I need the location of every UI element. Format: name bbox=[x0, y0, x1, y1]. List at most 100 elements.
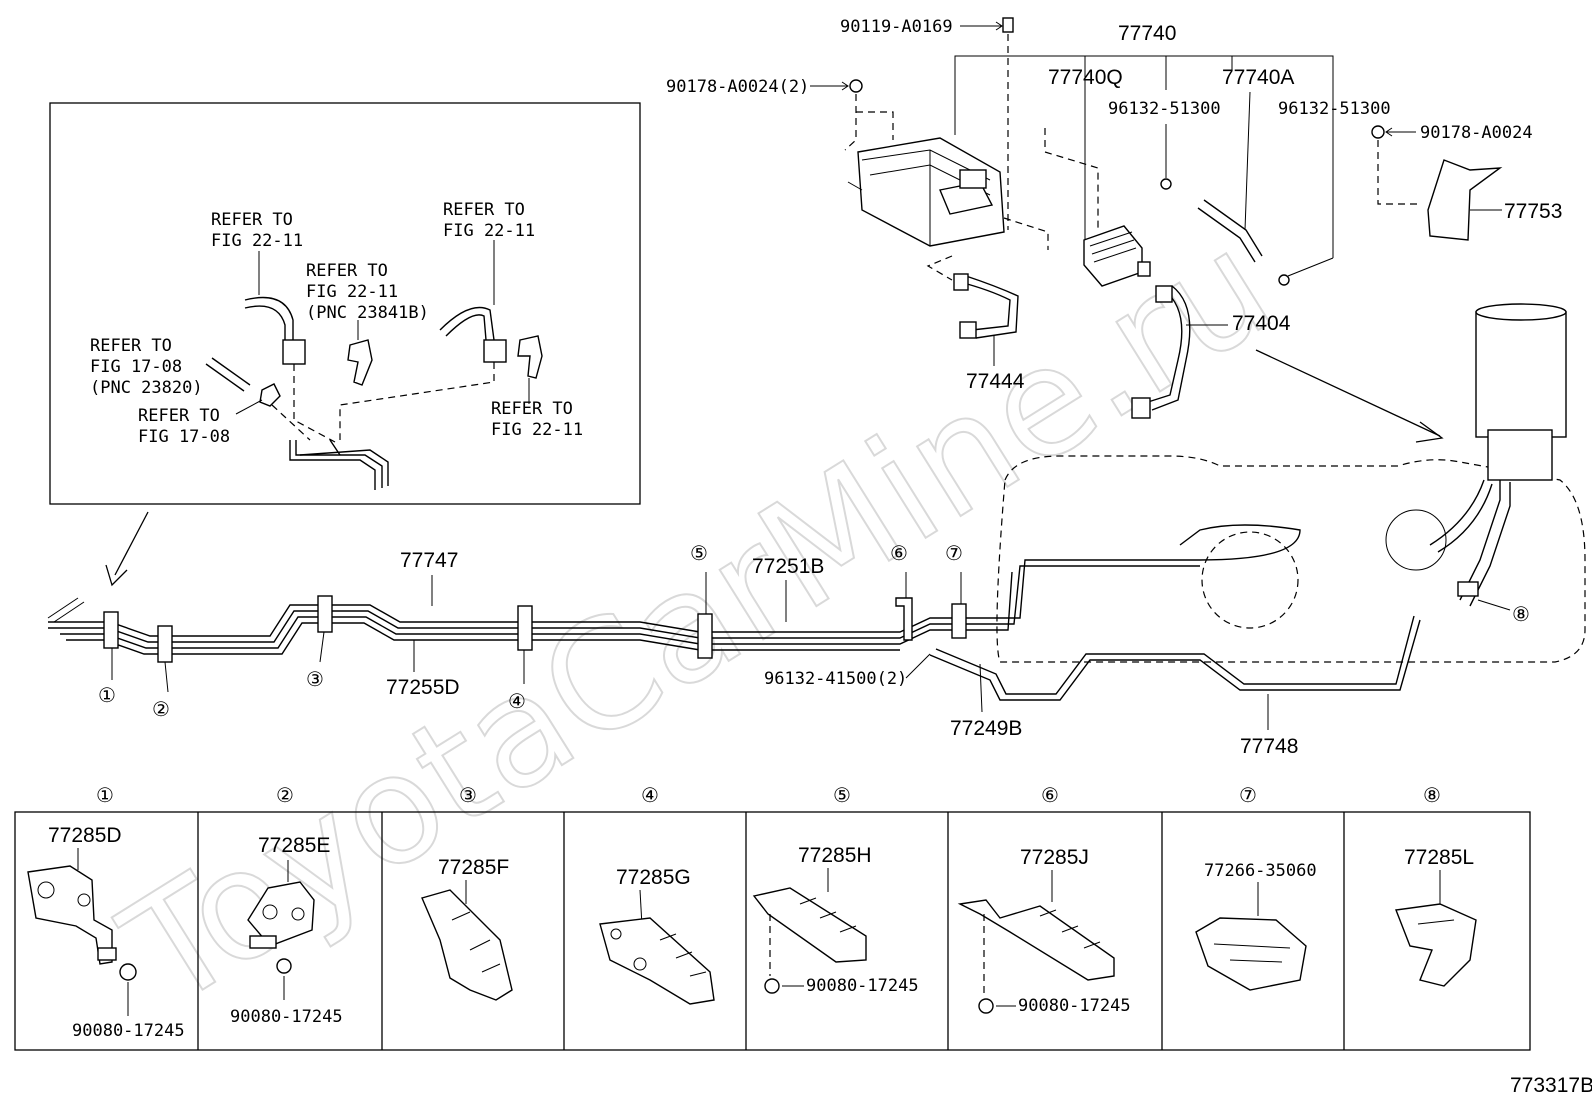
table-part-2: 77285E bbox=[258, 834, 330, 857]
clip-96132-b-icon bbox=[1278, 274, 1290, 286]
table-bolt-1: 90080-17245 bbox=[72, 1021, 185, 1041]
hose-77404-end-top bbox=[1155, 285, 1173, 303]
table-bolt-6: 90080-17245 bbox=[1018, 996, 1131, 1016]
ref-a-line2: FIG 22-11 bbox=[211, 231, 303, 251]
clamp-7-mark bbox=[951, 603, 967, 639]
ref-d-line2: FIG 17-08 bbox=[90, 357, 182, 377]
table-part-4: 77285G bbox=[616, 866, 691, 889]
svg-text:①: ① bbox=[98, 683, 116, 707]
hose-77444-end-top bbox=[953, 273, 969, 291]
hose-77404-end-bottom bbox=[1131, 397, 1151, 419]
part-label-90178-2: 90178-A0024(2) bbox=[666, 77, 809, 97]
ref-b-line3: (PNC 23841B) bbox=[306, 303, 429, 323]
table-head-3: ③ bbox=[459, 783, 477, 807]
bracket-77753 bbox=[1427, 159, 1503, 241]
clamp-6-mark bbox=[895, 597, 913, 641]
part-label-77748: 77748 bbox=[1240, 735, 1298, 758]
bolt-90080-icon bbox=[276, 958, 292, 974]
clamp-77285g bbox=[599, 917, 715, 1005]
part-label-90178: 90178-A0024 bbox=[1420, 123, 1533, 143]
table-part-6: 77285J bbox=[1020, 846, 1089, 869]
table-part-5: 77285H bbox=[798, 844, 872, 867]
nut-90178-right-icon bbox=[1371, 125, 1385, 139]
ref-c-line1: REFER TO bbox=[443, 200, 525, 220]
part-label-77740: 77740 bbox=[1118, 22, 1176, 45]
clamp-table bbox=[14, 811, 1531, 1051]
table-head-2: ② bbox=[276, 783, 294, 807]
clamp-77285d bbox=[27, 865, 113, 965]
bolt-90080-icon bbox=[119, 963, 137, 981]
nut-90178-icon bbox=[849, 79, 863, 93]
svg-text:③: ③ bbox=[306, 667, 324, 691]
ref-e-line1: REFER TO bbox=[138, 406, 220, 426]
ref-a-line1: REFER TO bbox=[211, 210, 293, 230]
inset-clip-e bbox=[259, 383, 281, 407]
table-bolt-5: 90080-17245 bbox=[806, 976, 919, 996]
part-label-77255d: 77255D bbox=[386, 676, 460, 699]
callout-2: ② bbox=[152, 661, 170, 721]
fuel-tank-outline bbox=[996, 303, 1586, 663]
bolt-90080-icon bbox=[978, 998, 994, 1014]
part-label-77747: 77747 bbox=[400, 549, 458, 572]
table-head-7: ⑦ bbox=[1239, 783, 1257, 807]
callout-7: ⑦ bbox=[945, 541, 963, 604]
ref-e-line2: FIG 17-08 bbox=[138, 427, 230, 447]
svg-text:⑧: ⑧ bbox=[1512, 602, 1530, 626]
ref-b-line1: REFER TO bbox=[306, 261, 388, 281]
part-label-77249b: 77249B bbox=[950, 717, 1022, 740]
inset-arrow bbox=[114, 511, 149, 576]
clamp-3-mark bbox=[317, 595, 333, 633]
callout-4: ④ bbox=[508, 650, 526, 713]
ref-f-line2: FIG 22-11 bbox=[491, 420, 583, 440]
clamp-77285h bbox=[752, 887, 867, 963]
filler-arrow bbox=[1255, 349, 1441, 437]
callout-6: ⑥ bbox=[890, 541, 908, 598]
table-head-5: ⑤ bbox=[833, 783, 851, 807]
ref-f-line1: REFER TO bbox=[491, 399, 573, 419]
inset-hose-connector-right bbox=[483, 339, 507, 363]
clamp-1-mark bbox=[103, 611, 119, 649]
part-label-77251b: 77251B bbox=[752, 555, 824, 578]
table-part-8: 77285L bbox=[1404, 846, 1474, 869]
vsv-77740q bbox=[1083, 225, 1151, 287]
callout-5: ⑤ bbox=[690, 541, 708, 614]
ref-c-line2: FIG 22-11 bbox=[443, 221, 535, 241]
part-label-77444: 77444 bbox=[966, 370, 1025, 393]
clamp-77285j bbox=[957, 899, 1115, 981]
svg-text:⑥: ⑥ bbox=[890, 541, 908, 565]
callout-3: ③ bbox=[306, 631, 325, 691]
ref-d-line3: (PNC 23820) bbox=[90, 378, 203, 398]
part-label-96132-a: 96132-51300 bbox=[1108, 99, 1221, 119]
bolt-90119-icon bbox=[1002, 17, 1014, 33]
clamp-8-mark bbox=[1457, 581, 1479, 597]
table-head-1: ① bbox=[96, 783, 114, 807]
hose-77444-end-bottom bbox=[959, 321, 977, 339]
inset-clip-f bbox=[517, 335, 543, 379]
clamp-5-mark bbox=[697, 613, 713, 659]
part-label-77740q: 77740Q bbox=[1048, 66, 1123, 89]
inset-clip-b bbox=[347, 339, 373, 386]
ref-b-line2: FIG 22-11 bbox=[306, 282, 398, 302]
clamp-2-mark bbox=[157, 625, 173, 663]
part-label-77404: 77404 bbox=[1232, 312, 1291, 335]
part-label-96132-b: 96132-51300 bbox=[1278, 99, 1391, 119]
table-part-7: 77266-35060 bbox=[1204, 861, 1317, 881]
clamp-77285l bbox=[1395, 903, 1477, 987]
part-label-90119: 90119-A0169 bbox=[840, 17, 953, 37]
callout-1: ① bbox=[98, 648, 116, 707]
table-part-3: 77285F bbox=[438, 856, 509, 879]
table-bolt-2: 90080-17245 bbox=[230, 1007, 343, 1027]
ref-d-line1: REFER TO bbox=[90, 336, 172, 356]
canister-77740 bbox=[847, 137, 1005, 247]
clamp-4-mark bbox=[517, 605, 533, 651]
svg-text:④: ④ bbox=[508, 689, 526, 713]
clamp-77285f bbox=[421, 889, 513, 1001]
part-label-77753: 77753 bbox=[1504, 200, 1562, 223]
svg-text:⑦: ⑦ bbox=[945, 541, 963, 565]
table-part-1: 77285D bbox=[48, 824, 122, 847]
filler-neck bbox=[1475, 311, 1567, 438]
callout-8: ⑧ bbox=[1477, 599, 1530, 626]
inset-hose-connector-left bbox=[282, 339, 306, 365]
clamp-77266-35060 bbox=[1195, 917, 1307, 991]
